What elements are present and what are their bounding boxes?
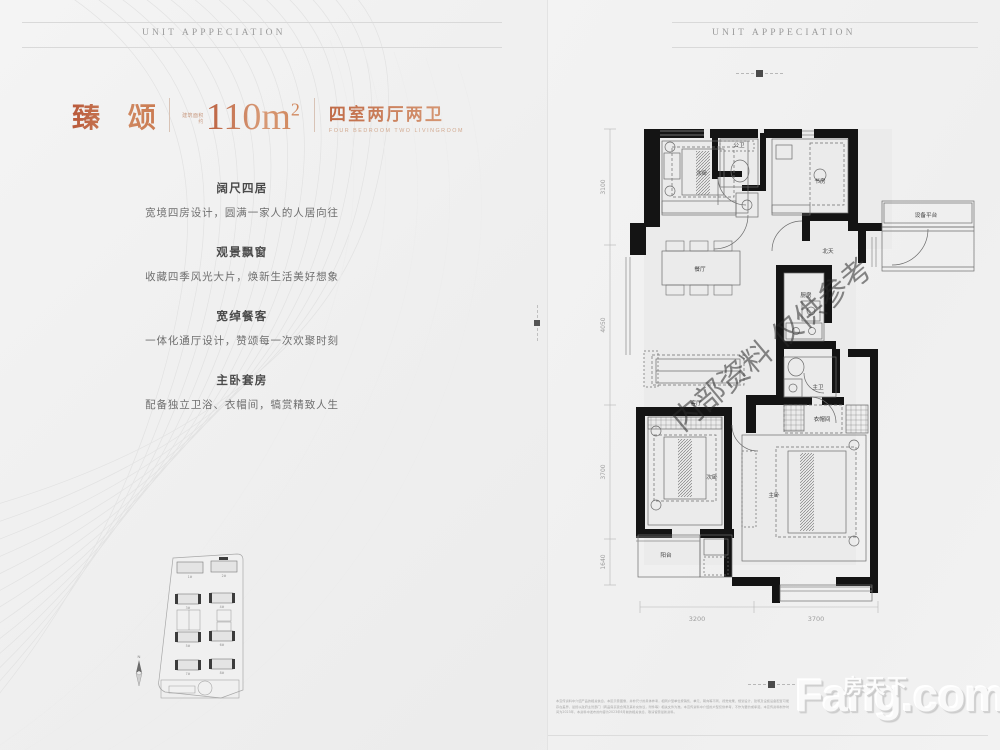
room-label: 次卧 <box>696 169 708 177</box>
room-label: 次卧 <box>706 473 718 481</box>
ornament-vertical <box>534 305 540 341</box>
brand-logo-text: Fang.com <box>795 669 1000 721</box>
room-label: 餐厅 <box>694 265 706 273</box>
feature-desc: 收藏四季风光大片，焕新生活美好想象 <box>145 271 339 283</box>
unit-name: 臻 颂 <box>72 101 165 134</box>
area-prefix-label: 建筑面积约 <box>182 112 204 125</box>
room-label: 衣帽间 <box>814 415 831 423</box>
header-rule-bottom <box>22 47 502 48</box>
brand-logo: Fang.com 房天下 <box>795 672 1000 734</box>
feature-item: 宽绰餐客 一体化通厅设计，赞颂每一次欢聚时刻 <box>0 308 548 348</box>
feature-title: 阔尺四居 <box>216 181 268 195</box>
feature-item: 主卧套房 配备独立卫浴、衣帽间，犒赏精致人生 <box>0 372 548 412</box>
site-plan: N 1# 2# 3# 4# 5# 6# 7# 8# <box>135 553 244 699</box>
feature-desc: 配备独立卫浴、衣帽间，犒赏精致人生 <box>145 399 339 411</box>
left-panel: UNIT APPPECIATION 臻 颂 建筑面积约 110m2 四室两厅两卫… <box>0 0 548 699</box>
area-value: 110m2 <box>206 101 300 134</box>
header-rule-top <box>672 22 978 23</box>
header-rule-top <box>22 22 502 23</box>
room-label: 设备平台 <box>915 211 938 219</box>
room-label: 主卧 <box>768 491 780 499</box>
title-block: 臻 颂 建筑面积约 110m2 四室两厅两卫 FOUR BEDROOM TWO … <box>72 98 464 134</box>
unit-type-block: 四室两厅两卫 FOUR BEDROOM TWO LIVINGROOM <box>329 105 464 134</box>
svg-text:7#: 7# <box>186 672 191 676</box>
feature-desc: 一体化通厅设计，赞颂每一次欢聚时刻 <box>145 335 339 347</box>
ornament-square <box>768 681 775 688</box>
dim-left-4: 1640 <box>600 554 607 569</box>
area-superscript: 2 <box>290 99 300 120</box>
feature-desc: 宽境四房设计，圆满一家人的人居向往 <box>145 207 339 219</box>
svg-text:2#: 2# <box>222 574 227 578</box>
header-left: UNIT APPPECIATION <box>22 22 502 48</box>
room-label: 主卫 <box>812 383 824 391</box>
feature-title: 宽绰餐客 <box>216 309 268 323</box>
svg-text:4#: 4# <box>220 605 225 609</box>
room-label: 公卫 <box>733 142 745 149</box>
room-label: 厨房 <box>800 291 812 299</box>
svg-text:N: N <box>138 654 141 659</box>
unit-type-en: FOUR BEDROOM TWO LIVINGROOM <box>328 128 464 134</box>
header-right-text: UNIT APPPECIATION <box>712 28 856 38</box>
dim-left-1: 3100 <box>600 179 607 194</box>
room-label: 书房 <box>814 177 826 185</box>
dim-bottom-1: 3200 <box>689 615 706 623</box>
title-separator-1 <box>168 98 170 132</box>
svg-text:8#: 8# <box>220 671 225 675</box>
feature-title: 主卧套房 <box>216 373 268 387</box>
feature-item: 观景飘窗 收藏四季风光大片，焕新生活美好想象 <box>0 244 548 284</box>
ornament-top <box>736 70 783 77</box>
compass-icon: N <box>135 654 143 687</box>
room-label: 阳台 <box>660 551 672 559</box>
svg-text:3#: 3# <box>186 606 191 610</box>
svg-text:5#: 5# <box>186 644 191 648</box>
footer-rule <box>548 735 988 736</box>
dim-left-3: 3700 <box>600 464 607 479</box>
svg-text:6#: 6# <box>220 643 225 647</box>
ornament-square <box>534 320 540 326</box>
header-right: UNIT APPPECIATION <box>672 22 978 48</box>
dim-left-2: 4050 <box>600 317 607 332</box>
floor-plan: 3100 4050 3700 1640 3200 3700 次卧 公卫 书房 设… <box>600 128 975 623</box>
title-separator-2 <box>313 98 315 132</box>
disclaimer-text: 本宣传资料中介绍产品的相关信息，本区示意图像，并非尺寸的具体参考，相同户型单位按… <box>556 699 790 715</box>
vertical-divider <box>547 0 548 750</box>
feature-item: 阔尺四居 宽境四房设计，圆满一家人的人居向往 <box>0 180 548 220</box>
header-left-text: UNIT APPPECIATION <box>142 28 286 38</box>
dim-bottom-2: 3700 <box>808 615 825 623</box>
room-label: 客厅 <box>690 399 702 407</box>
ornament-square <box>756 70 763 77</box>
brand-logo-cn: 房天下 <box>843 674 909 698</box>
unit-type-cn: 四室两厅两卫 <box>329 105 464 125</box>
svg-text:1#: 1# <box>188 575 193 579</box>
header-rule-bottom <box>672 47 978 48</box>
room-label: 北天 <box>822 247 834 255</box>
feature-list: 阔尺四居 宽境四房设计，圆满一家人的人居向往 观景飘窗 收藏四季风光大片，焕新生… <box>0 180 548 436</box>
area-number: 110m <box>205 96 291 139</box>
feature-title: 观景飘窗 <box>216 245 268 259</box>
area-block: 建筑面积约 110m2 <box>182 101 300 134</box>
ornament-bottom <box>748 681 795 688</box>
